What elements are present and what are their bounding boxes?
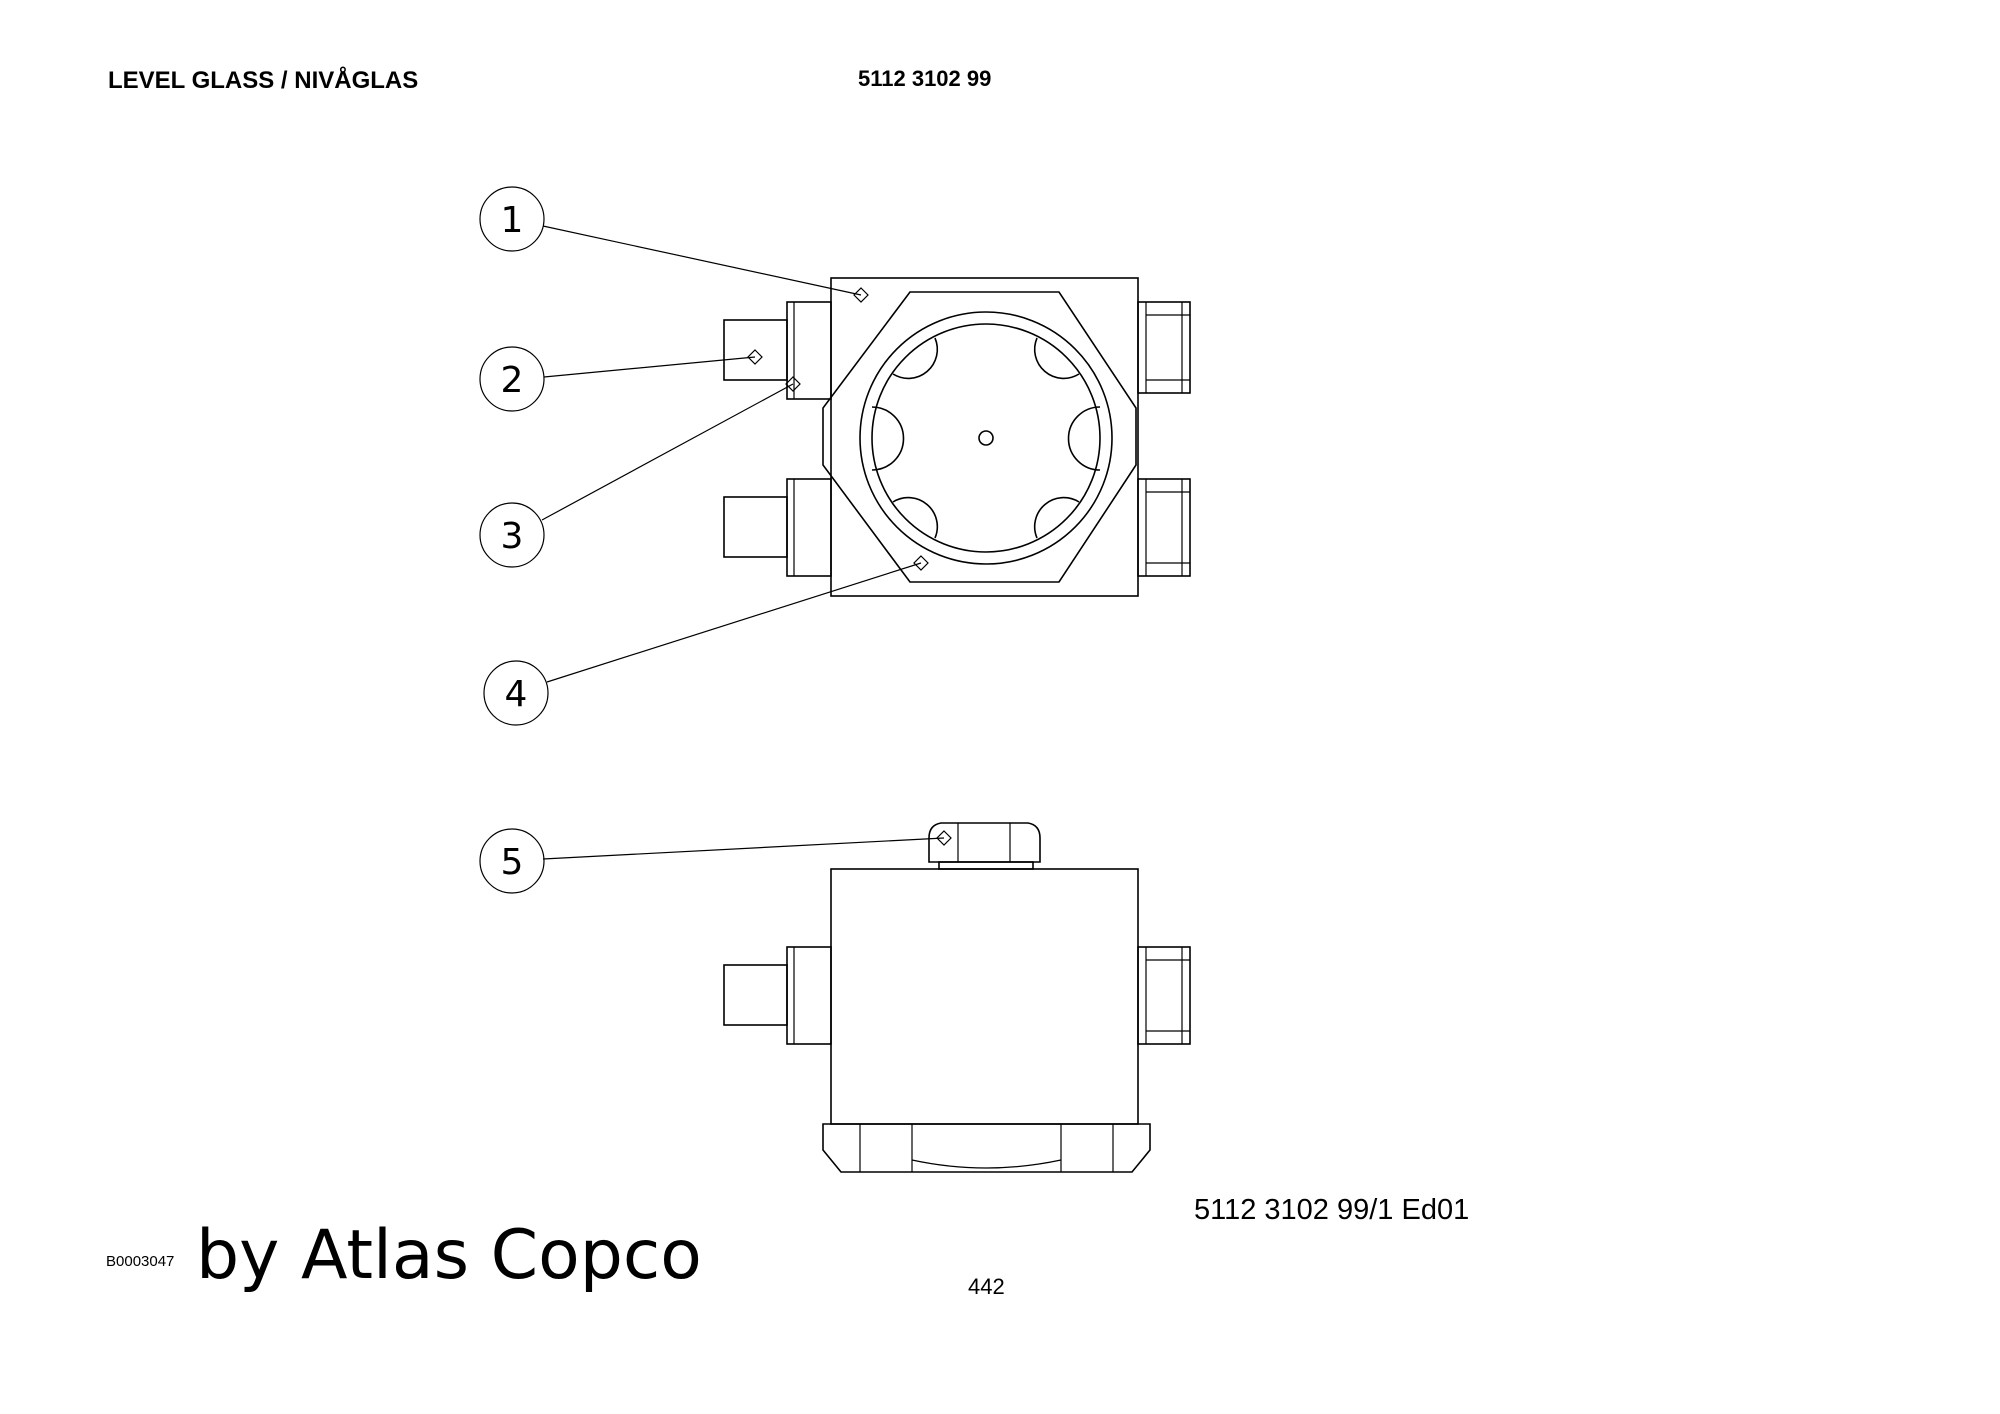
sight-glass-lobes [871, 337, 1101, 539]
leader-lines [541, 225, 945, 860]
balloon-5: 5 [479, 828, 545, 894]
top-view-hex-nut [822, 291, 1137, 583]
top-left-lower-connector [723, 478, 832, 577]
side-view-top-nut [928, 822, 1041, 870]
balloon-3: 3 [479, 502, 545, 568]
sight-glass-center [978, 430, 994, 446]
top-right-upper-connector [1137, 301, 1191, 394]
image-code: B0003047 [106, 1253, 175, 1270]
top-right-lower-connector [1137, 478, 1191, 577]
part-number: 5112 3102 99 [858, 66, 992, 91]
side-view-bottom-nut [822, 1123, 1151, 1173]
sight-glass-outer-ring [859, 311, 1113, 565]
balloon-4-label: 4 [505, 674, 528, 715]
page-number: 442 [968, 1274, 1005, 1299]
top-left-upper-connector [723, 301, 832, 400]
balloon-4: 4 [483, 660, 549, 726]
page-title: LEVEL GLASS / NIVÅGLAS [108, 67, 419, 94]
balloon-3-label: 3 [501, 516, 524, 557]
balloon-1-label: 1 [501, 200, 524, 241]
balloon-2-label: 2 [501, 360, 524, 401]
watermark: by Atlas Copco [196, 1216, 702, 1295]
top-view-body [830, 277, 1139, 597]
balloon-2: 2 [479, 346, 545, 412]
leader-markers [747, 287, 952, 846]
sight-glass-inner-ring [871, 323, 1101, 553]
side-view-body [830, 868, 1139, 1125]
balloon-1: 1 [479, 186, 545, 252]
drawing-reference: 5112 3102 99/1 Ed01 [1194, 1194, 1470, 1226]
balloon-5-label: 5 [501, 842, 524, 883]
side-left-connector [723, 946, 832, 1045]
top-view [723, 277, 1191, 597]
side-view [723, 822, 1191, 1173]
side-right-connector [1137, 946, 1191, 1045]
